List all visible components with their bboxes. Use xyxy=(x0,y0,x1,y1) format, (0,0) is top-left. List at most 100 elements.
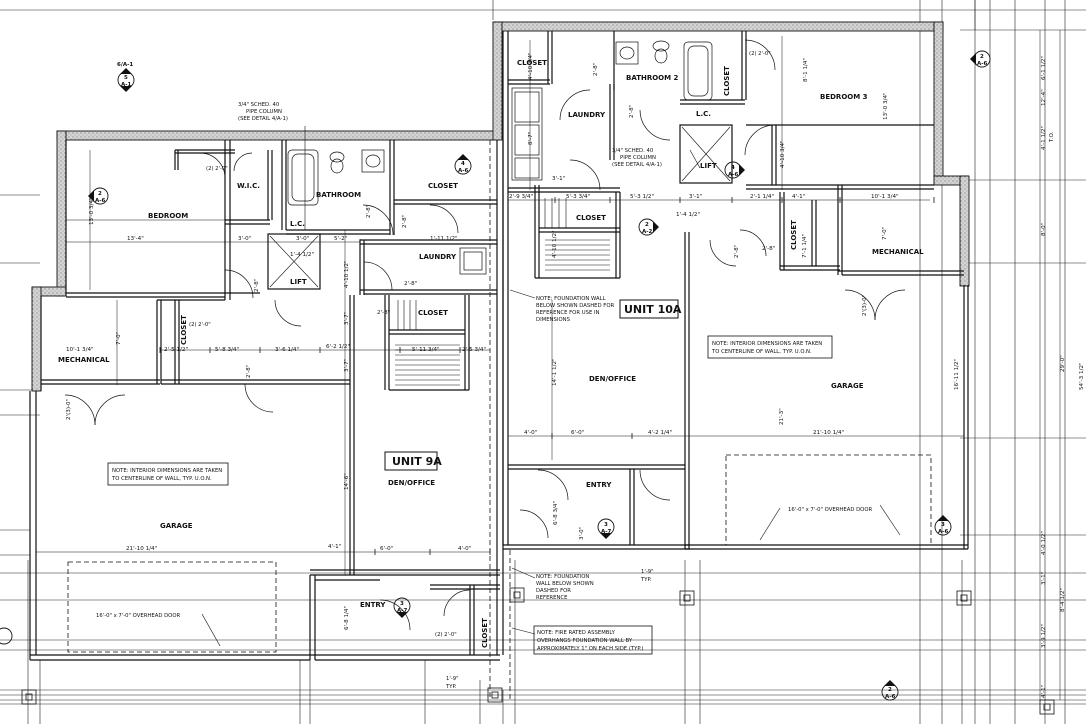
room-lift-10a: LIFT xyxy=(700,162,717,170)
dimension-label: 3'-1" xyxy=(1041,571,1047,585)
dimension-label: 21'-3" xyxy=(779,408,785,425)
note-interior-10a-line1: NOTE: INTERIOR DIMENSIONS ARE TAKEN xyxy=(712,341,822,347)
note-typ-2-line1: 1'-9" xyxy=(641,569,654,575)
dimension-label: 4'-10 1/2" xyxy=(552,230,558,258)
dimension-label: 7'-0" xyxy=(882,226,888,240)
dimension-label: 2'-5 1/2" xyxy=(164,347,188,353)
dimension-label: 8'-4 1/2" xyxy=(1060,588,1066,612)
dimension-label: 7'-1 1/4" xyxy=(802,234,808,258)
note-box-borders xyxy=(107,335,833,655)
dimension-label: 21'-10 1/4" xyxy=(813,430,845,436)
detail-tag-sheet: A-7 xyxy=(601,529,612,535)
note-foundation-wall-2-line3: DASHED FOR xyxy=(536,588,571,594)
dimension-label: 4'-0" xyxy=(524,430,538,436)
unit-10a-label: UNIT 10A xyxy=(624,303,682,316)
note-foundation-wall-1-line3: REFERENCE FOR USE IN xyxy=(536,310,600,316)
room-closet-9a-top: CLOSET xyxy=(428,182,458,190)
room-entry-10a: ENTRY xyxy=(586,481,612,489)
note-pipe-column-9a-line1: 3/4" SCHED. 40 xyxy=(238,102,280,108)
room-closet-9a-entry: CLOSET xyxy=(481,618,489,648)
dimension-label: 8'-7" xyxy=(528,131,534,145)
dimension-label: 5'-8 3/4" xyxy=(215,347,239,353)
interior-walls xyxy=(29,31,969,661)
room-laundry-10a: LAUNDRY xyxy=(568,111,606,119)
dimension-label: 5'-11 3/4" xyxy=(412,347,440,353)
note-interior-9a-line1: NOTE: INTERIOR DIMENSIONS ARE TAKEN xyxy=(112,468,222,474)
detail-tag-sheet: A-7 xyxy=(397,608,408,614)
fixtures xyxy=(287,40,713,275)
stairs-10a xyxy=(544,198,610,271)
dimension-label: 6'-0" xyxy=(380,546,394,552)
dimension-label: 1'-4 1/2" xyxy=(676,212,700,218)
dimension-label: 14'-1 1/2" xyxy=(552,358,558,386)
dimension-label: 4'-1" xyxy=(792,194,806,200)
detail-tag-number: 3 xyxy=(604,522,608,528)
detail-tag-sheet: A-6 xyxy=(458,168,469,174)
room-garage-9a: GARAGE xyxy=(160,522,193,530)
detail-tag-triangles xyxy=(88,53,976,686)
dimension-label: 2'(3)-0" xyxy=(862,294,868,316)
dimension-label: 2'-8" xyxy=(762,246,776,252)
dimension-label: 4'-10 1/2" xyxy=(344,260,350,288)
note-typ-2-line2: TYP. xyxy=(640,577,652,583)
dimension-label: 2'(3)-0" xyxy=(66,398,72,420)
note-pipe-column-10a-line3: (SEE DETAIL 4/A-1) xyxy=(612,162,662,168)
detail-tag-ref: 6/A-1 xyxy=(117,62,133,68)
dimension-label: 3'-1" xyxy=(552,176,566,182)
dimension-label: 2'-8" xyxy=(246,364,252,378)
room-entry-9a: ENTRY xyxy=(360,601,386,609)
dimension-label: 14'-6" xyxy=(344,473,350,490)
room-closet-9a-vertical: CLOSET xyxy=(180,315,188,345)
detail-tag-number: 5 xyxy=(124,75,128,81)
dimension-label: 5'-3 1/2" xyxy=(630,194,654,200)
dimension-label: 6'-8 1/4" xyxy=(344,606,350,630)
dimension-ticks xyxy=(65,197,965,555)
note-fire-rated-line3: APPROXIMATELY 1" ON EACH SIDE (TYP.) xyxy=(537,646,643,652)
room-closet-9a-mid: CLOSET xyxy=(418,309,448,317)
note-interior-9a-line2: TO CENTERLINE OF WALL, TYP. U.O.N. xyxy=(111,476,212,482)
dimension-label: 3'-0" xyxy=(296,236,310,242)
dimension-label: 3'-6 1/4" xyxy=(275,347,299,353)
note-foundation-wall-1-line1: NOTE: FOUNDATION WALL xyxy=(536,296,606,302)
dimension-label: 4'-1" xyxy=(328,544,342,550)
dimension-label: T.O. xyxy=(1049,131,1055,143)
room-closet-10a-top: CLOSET xyxy=(517,59,547,67)
dimension-label: 6'-8 3/4" xyxy=(553,501,559,525)
detail-tag-number: 2 xyxy=(888,687,892,693)
dimension-label: 2'-8" xyxy=(404,281,418,287)
note-typ-1-line1: 1'-9" xyxy=(446,676,459,682)
note-foundation-wall-2-line2: WALL BELOW SHOWN xyxy=(536,581,594,587)
dimension-label: 7'-0" xyxy=(116,331,122,345)
note-typ-1-line2: TYP. xyxy=(445,684,457,690)
dimension-label: 2'-8" xyxy=(402,214,408,228)
note-fire-rated-line1: NOTE: FIRE RATED ASSEMBLY xyxy=(537,630,616,636)
note-window-tag-10a: (2) 2'-0" xyxy=(749,51,771,57)
detail-tag-labels: 5 A-1 6/A-1 2 A-6 4 A-6 3 A-7 3 A-7 2 A-… xyxy=(95,54,988,700)
note-foundation-wall-1-line2: BELOW SHOWN DASHED FOR xyxy=(536,303,615,309)
room-bedroom: BEDROOM xyxy=(148,212,188,220)
note-overhead-door-9a: 16'-0" x 7'-0" OVERHEAD DOOR xyxy=(96,613,181,619)
dimension-label: 6'-1 1/2" xyxy=(1041,56,1047,80)
note-window-tag-entry: (2) 2'-0" xyxy=(435,632,457,638)
detail-tag-number: 4 xyxy=(461,161,465,167)
dimension-label: 3'-0" xyxy=(238,236,252,242)
detail-tag-number: 3 xyxy=(941,522,945,528)
detail-tag-number: 3 xyxy=(400,601,404,607)
note-window-tag-9a-2: (2) 2'-0" xyxy=(189,322,211,328)
detail-tag-number: 2 xyxy=(645,222,649,228)
dimension-label: 4'-10 3/4" xyxy=(780,140,786,168)
dimension-label: 3'-1" xyxy=(689,194,703,200)
dimension-label: 4'-10 3/4" xyxy=(528,52,534,80)
dimension-label: 6'-2 1/2" xyxy=(326,344,350,350)
room-bathroom-2: BATHROOM 2 xyxy=(626,74,679,82)
dimension-label: 54'-3 1/2" xyxy=(1079,362,1085,390)
room-lc-10a: L.C. xyxy=(696,110,711,118)
dimension-label: 4'-2 1/4" xyxy=(648,430,672,436)
room-labels: BEDROOM W.I.C. BATHROOM CLOSET L.C. LIFT… xyxy=(58,59,924,648)
room-lc-9a: L.C. xyxy=(290,220,305,228)
room-garage-10a: GARAGE xyxy=(831,382,864,390)
dimension-label: 1'-4 1/2" xyxy=(290,252,314,258)
dimension-label: 16'-11 1/2" xyxy=(954,358,960,390)
dimension-label: 4'-0" xyxy=(458,546,472,552)
